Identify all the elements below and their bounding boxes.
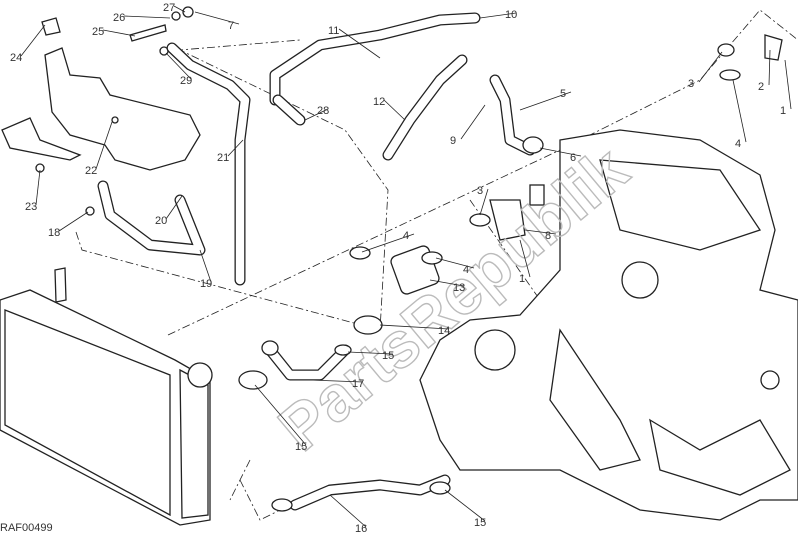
callout-leader: [194, 11, 240, 25]
callout-leader: [460, 104, 486, 140]
callout-number: 3: [477, 185, 483, 197]
callout-number: 19: [200, 278, 212, 290]
callout-number: 28: [317, 105, 329, 117]
callout-number: 27: [163, 2, 175, 14]
callout-number: 26: [113, 12, 125, 24]
thermostat-assembly: [238, 34, 783, 512]
callout-leader: [199, 249, 212, 283]
engine: [419, 129, 798, 521]
reference-code: RAF00499: [0, 522, 53, 534]
callout-leader: [539, 147, 582, 157]
callout-leader: [768, 49, 771, 86]
callout-leader: [309, 379, 364, 383]
callout-leader: [444, 489, 486, 522]
callout-number: 4: [735, 138, 741, 150]
callout-leader: [479, 188, 489, 216]
callout-number: 22: [85, 165, 97, 177]
hoses: [97, 12, 536, 511]
callout-number: 8: [545, 230, 551, 242]
callout-number: 21: [217, 152, 229, 164]
callout-number: 18: [48, 227, 60, 239]
callout-leader: [429, 279, 465, 287]
callout-leader: [123, 15, 171, 19]
callout-number: 3: [688, 78, 694, 90]
callout-number: 11: [328, 25, 339, 37]
callout-leader: [165, 52, 192, 80]
callout-leader: [20, 24, 46, 57]
callout-leader: [58, 211, 89, 232]
callout-leader: [784, 59, 792, 110]
callout-leader: [338, 28, 381, 59]
callout-number: 23: [25, 201, 37, 213]
callout-number: 4: [403, 230, 409, 242]
callout-number: 2: [758, 81, 764, 93]
callout-number: 13: [453, 282, 465, 294]
callout-number: 1: [780, 105, 786, 117]
callout-leader: [304, 108, 329, 121]
callout-leader: [524, 229, 557, 235]
callout-number: 12: [373, 96, 385, 108]
callout-number: 17: [352, 378, 364, 390]
callout-leader: [732, 79, 747, 143]
callout-number: 7: [228, 20, 234, 32]
callout-number: 15: [474, 517, 486, 529]
callout-number: 4: [463, 264, 469, 276]
callout-leader: [479, 12, 517, 19]
callout-number: 29: [180, 75, 192, 87]
callout-leader: [102, 29, 136, 37]
callout-leader: [95, 121, 113, 170]
tank-cap: [41, 17, 61, 36]
callout-leader: [254, 384, 307, 446]
bracket: [1, 117, 82, 161]
callout-number: 14: [438, 325, 450, 337]
callout-leader: [227, 139, 244, 157]
callout-number: 10: [505, 9, 517, 21]
callout-leader: [361, 233, 415, 253]
callout-leader: [379, 324, 450, 330]
callout-leader: [35, 169, 41, 206]
callout-leader: [383, 99, 406, 121]
callout-leader: [165, 195, 183, 220]
callout-number: 9: [450, 135, 456, 147]
callout-leader: [519, 239, 531, 278]
callout-number: 24: [10, 52, 22, 64]
callout-leader: [698, 51, 723, 83]
callout-number: 15: [295, 441, 307, 453]
callout-leader: [347, 351, 394, 355]
callout-leader: [519, 91, 572, 111]
callout-leader: [329, 494, 367, 528]
callout-leader: [173, 5, 186, 13]
callout-number: 1: [519, 273, 525, 285]
callout-number: 6: [570, 152, 576, 164]
callout-number: 20: [155, 215, 167, 227]
radiator: [0, 267, 213, 526]
callout-number: 25: [92, 26, 104, 38]
callout-number: 16: [355, 523, 367, 535]
callout-number: 5: [560, 88, 566, 100]
callout-number: 15: [382, 350, 394, 362]
callout-leader: [435, 257, 475, 269]
